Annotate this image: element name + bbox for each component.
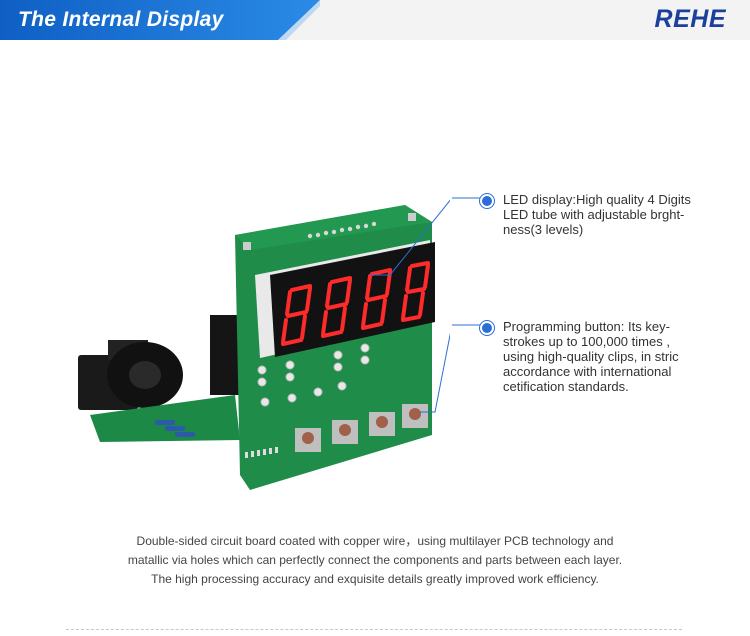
brand-logo: REHE	[654, 5, 726, 33]
callout-button-line: accordance with international	[503, 364, 672, 379]
caption-line: The high processing accuracy and exquisi…	[151, 572, 599, 586]
callout-button-line: using high-quality clips, in stric	[503, 349, 679, 364]
page-title: The Internal Display	[18, 8, 224, 31]
callout-button-line: cetification standards.	[503, 379, 629, 394]
caption-line: matallic via holes which can perfectly c…	[127, 553, 623, 567]
callout-button-line: strokes up to 100,000 times ,	[503, 334, 670, 349]
title-banner	[0, 0, 320, 40]
header-bar: The Internal Display REHE	[0, 0, 750, 40]
callout-leaders	[452, 197, 486, 326]
callout-led-line: LED display:High quality 4 Digits	[503, 192, 691, 207]
pcb-board-image	[78, 199, 450, 490]
callout-led-line: ness(3 levels)	[503, 222, 584, 237]
callout-button-line: Programming button: Its key-	[503, 319, 670, 334]
caption-line: Double-sided circuit board coated with c…	[136, 534, 614, 548]
callout-led-line: LED tube with adjustable brght-	[503, 207, 685, 222]
callout-dot-icon	[480, 321, 494, 335]
dashed-divider	[66, 629, 682, 630]
callout-dot-icon	[480, 194, 494, 208]
description-caption: Double-sided circuit board coated with c…	[70, 532, 680, 589]
